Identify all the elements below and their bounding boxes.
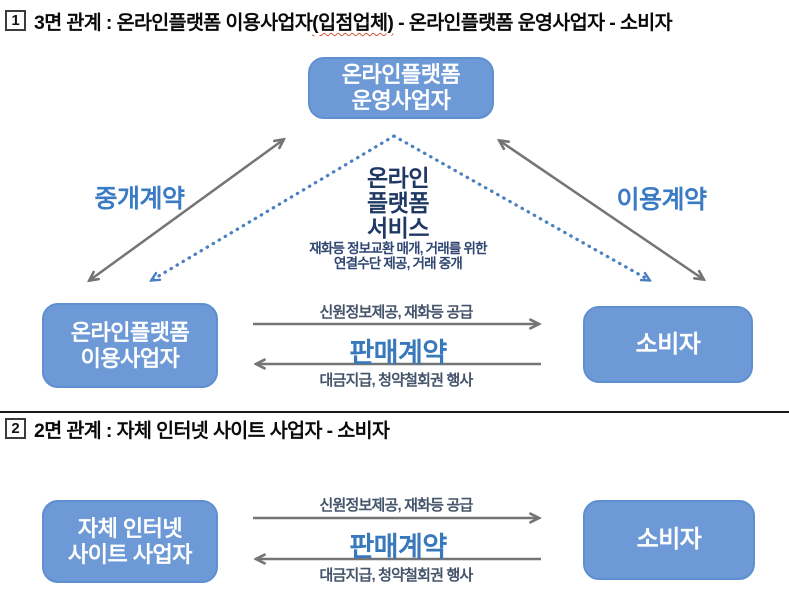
site-operator-line1: 자체 인터넷 bbox=[77, 515, 183, 541]
section2-number-box: 2 bbox=[5, 418, 26, 439]
sale-contract-label-section1: 판매계약 bbox=[349, 338, 447, 368]
supply-label-section2: 신원정보제공, 재화등 공급 bbox=[319, 497, 473, 514]
section1-title-prefix: 3면 관계 : 온라인플랫폼 이용사업자 bbox=[34, 12, 313, 34]
service-line2: 플랫폼 bbox=[367, 190, 429, 216]
mediation-contract-label: 중개계약 bbox=[94, 185, 185, 213]
section2-title: 2 2면 관계 : 자체 인터넷 사이트 사업자 - 소비자 bbox=[5, 414, 390, 443]
section1-number-box: 1 bbox=[5, 10, 26, 31]
platform-operator-line2: 운영사업자 bbox=[351, 88, 451, 113]
supply-label-section1: 신원정보제공, 재화등 공급 bbox=[319, 304, 473, 321]
payment-label-section2: 대금지급, 청약철회권 행사 bbox=[319, 567, 473, 584]
section1-title: 1 3면 관계 : 온라인플랫폼 이용사업자(입점업체) - 온라인플랫폼 운영… bbox=[5, 6, 673, 35]
service-description: 재화등 정보교환 매개, 거래를 위한 연결수단 제공, 거래 중개 bbox=[258, 241, 538, 271]
platform-operator-box: 온라인플랫폼 운영사업자 bbox=[308, 57, 494, 119]
section2-title-text: 2면 관계 : 자체 인터넷 사이트 사업자 - 소비자 bbox=[34, 420, 390, 442]
platform-user-line1: 온라인플랫폼 bbox=[70, 319, 190, 345]
section1-title-suffix: - 온라인플랫폼 운영사업자 - 소비자 bbox=[393, 12, 672, 34]
site-operator-line2: 사이트 사업자 bbox=[67, 541, 193, 567]
platform-user-box: 온라인플랫폼 이용사업자 bbox=[42, 303, 218, 388]
payment-label-section1: 대금지급, 청약철회권 행사 bbox=[319, 372, 473, 389]
service-dotted-arrow-right bbox=[392, 134, 649, 280]
service-line3: 서비스 bbox=[367, 215, 429, 241]
service-dotted-arrow-left bbox=[152, 134, 396, 280]
consumer-box-section2: 소비자 bbox=[583, 500, 755, 580]
mediation-contract-arrow bbox=[90, 140, 283, 280]
platform-operator-line1: 온라인플랫폼 bbox=[341, 62, 461, 87]
service-desc-line1: 재화등 정보교환 매개, 거래를 위한 bbox=[309, 241, 487, 256]
consumer-label-section2: 소비자 bbox=[636, 526, 702, 553]
consumer-box-section1: 소비자 bbox=[583, 306, 753, 383]
online-platform-service-label: 온라인 플랫폼 서비스 bbox=[323, 166, 473, 241]
use-contract-label: 이용계약 bbox=[616, 186, 707, 214]
use-contract-arrow bbox=[500, 141, 703, 279]
service-desc-line2: 연결수단 제공, 거래 중개 bbox=[333, 256, 463, 271]
consumer-label-section1: 소비자 bbox=[635, 330, 701, 358]
site-operator-box: 자체 인터넷 사이트 사업자 bbox=[42, 500, 218, 583]
service-line1: 온라인 bbox=[367, 165, 429, 191]
section1-title-text: 3면 관계 : 온라인플랫폼 이용사업자(입점업체) - 온라인플랫폼 운영사업… bbox=[34, 6, 673, 35]
platform-user-line2: 이용사업자 bbox=[80, 345, 180, 371]
section1-title-marked: (입점업체) bbox=[312, 12, 394, 34]
sale-contract-label-section2: 판매계약 bbox=[349, 532, 447, 562]
